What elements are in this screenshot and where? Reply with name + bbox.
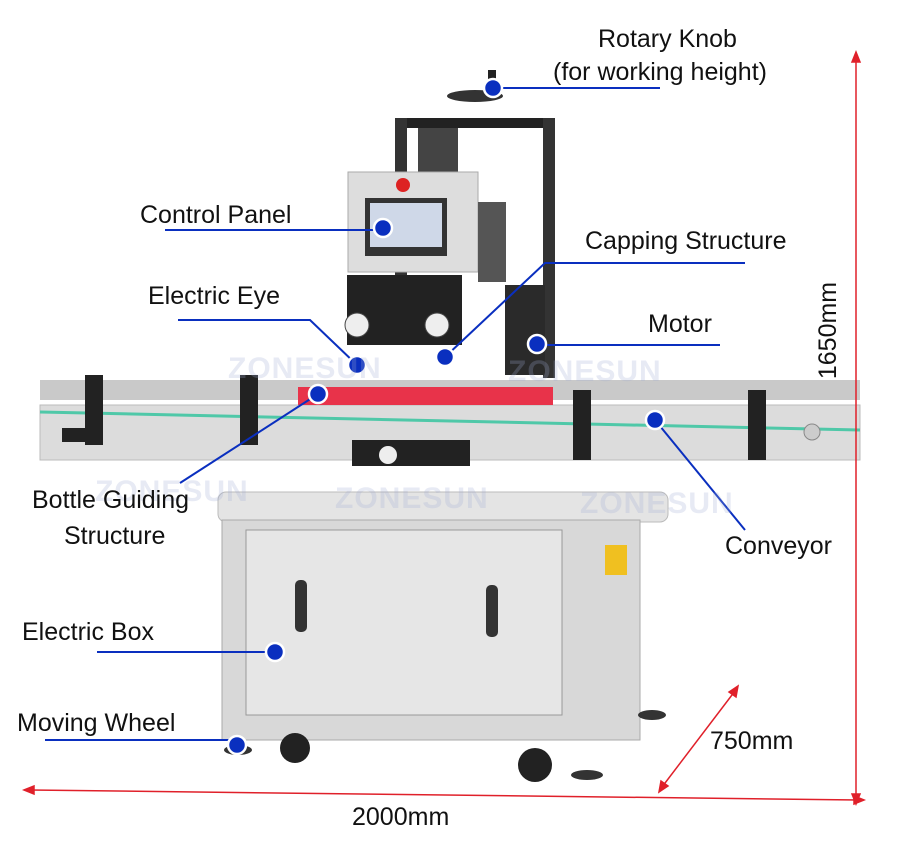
dimension-depth: 750mm <box>710 727 794 755</box>
label-control-panel: Control Panel <box>140 201 292 229</box>
label-conveyor: Conveyor <box>725 532 832 560</box>
watermark: ZONESUN <box>228 352 382 385</box>
dimension-height: 1650mm <box>814 281 843 380</box>
label-capping-structure: Capping Structure <box>585 227 787 255</box>
watermark: ZONESUN <box>508 355 662 388</box>
watermark: ZONESUN <box>95 475 249 508</box>
label-motor: Motor <box>648 310 712 338</box>
dimension-width: 2000mm <box>352 803 450 831</box>
watermark: ZONESUN <box>580 487 734 520</box>
label-bottle-guiding: Bottle Guiding <box>32 486 190 514</box>
label-moving-wheel: Moving Wheel <box>17 709 176 737</box>
label-electric-eye: Electric Eye <box>148 282 280 310</box>
label-electric-box: Electric Box <box>22 618 154 646</box>
watermark: ZONESUN <box>335 482 489 515</box>
label-rotary-knob-note: (for working height) <box>553 58 767 86</box>
label-rotary-knob: Rotary Knob <box>598 25 737 53</box>
label-bottle-guiding-2: Structure <box>64 522 166 550</box>
